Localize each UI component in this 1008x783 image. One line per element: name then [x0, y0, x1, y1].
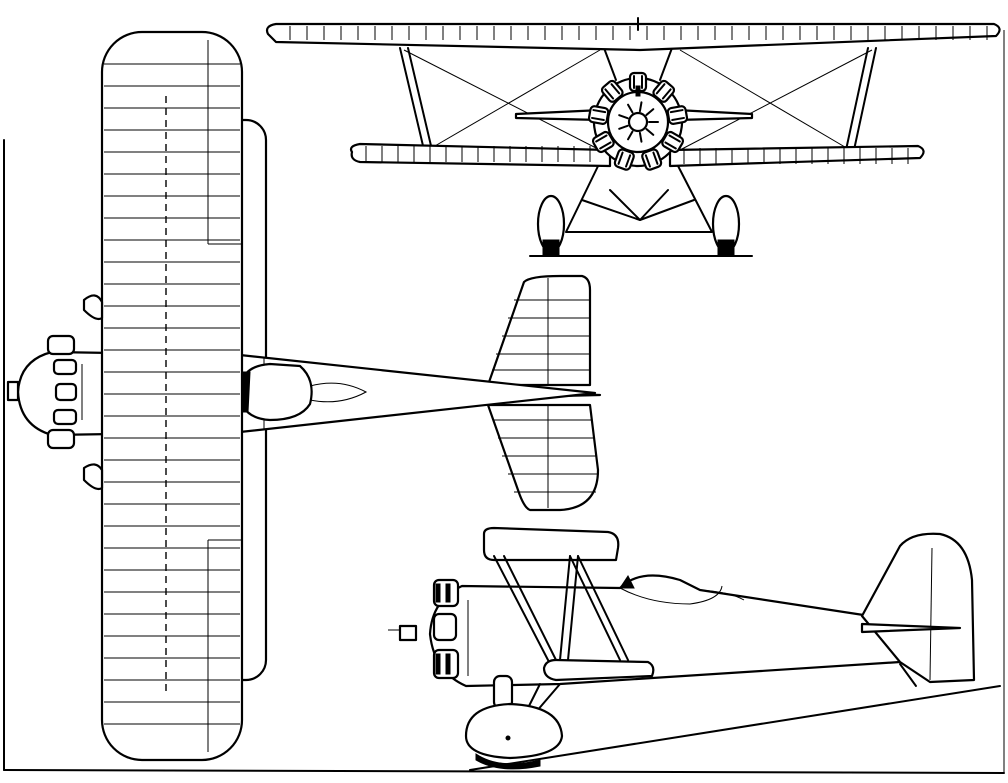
spinner-spoke [619, 115, 627, 118]
cylinder-head [600, 79, 624, 103]
cockpit-icon [240, 364, 312, 420]
spinner-spoke [628, 105, 633, 113]
cylinder-fin [626, 155, 630, 166]
cylinder-icon [652, 79, 676, 103]
wheel-icon [713, 196, 739, 256]
spinner-spoke [640, 102, 642, 111]
side-fin [862, 534, 974, 686]
cylinder-icon [614, 148, 635, 170]
cylinder-icon [630, 73, 646, 91]
cylinder-icon [588, 73, 687, 171]
frame-border [4, 30, 1004, 773]
cylinder-head [592, 131, 616, 154]
front-lower-wing [351, 144, 924, 166]
cylinder-fin [653, 153, 657, 164]
front-landing-gear [538, 162, 739, 256]
cylinder-head [661, 131, 685, 154]
cylinder-fin [600, 142, 610, 148]
cylinder-icon [661, 131, 685, 154]
wheel-icon [466, 704, 562, 769]
cylinder-fin [669, 136, 679, 142]
cylinder-fin [611, 84, 619, 93]
front-upper-wing [267, 18, 1000, 50]
cylinder-fin [663, 89, 671, 98]
cylinder-fin [605, 89, 613, 98]
spinner-spoke [628, 132, 633, 140]
cylinder-fin [671, 110, 683, 112]
cylinder-head [614, 148, 635, 170]
cylinder-head [641, 148, 662, 170]
cylinder-fin [646, 155, 650, 166]
cylinder-icon [667, 106, 688, 125]
radial-engine [588, 73, 687, 171]
cylinder-head [667, 106, 688, 125]
side-landing-gear [466, 676, 562, 769]
cylinder-icon [588, 106, 609, 125]
cylinder-icon [592, 131, 616, 154]
cylinder-fin [596, 136, 606, 142]
side-upper-wing [484, 528, 618, 560]
plan-upper-wing [84, 32, 242, 760]
upper-wing-ribs [104, 64, 240, 724]
cylinder-icon [641, 148, 662, 170]
cylinder-fin [672, 118, 684, 120]
front-struts [400, 48, 876, 150]
cylinder-icon [600, 79, 624, 103]
wheel-icon [538, 196, 564, 256]
front-view [267, 18, 1000, 256]
tailplane-ribs [492, 278, 598, 508]
cylinder-head [588, 106, 609, 125]
side-cylinders [434, 580, 458, 678]
spinner-spoke [619, 126, 627, 129]
propeller-spinner-icon [619, 102, 658, 141]
cylinder-fin [657, 84, 665, 93]
plan-cylinders [48, 336, 76, 448]
side-lower-wing [544, 660, 653, 680]
cylinder-fin [619, 153, 623, 164]
cylinder-fin [592, 118, 604, 120]
cylinder-fin [665, 142, 675, 148]
spinner-spoke [646, 129, 653, 135]
spinner-spoke [646, 109, 653, 115]
plan-view [8, 32, 600, 760]
cylinder-head [652, 79, 676, 103]
side-struts [494, 556, 628, 660]
spinner-spoke [640, 133, 642, 142]
side-view [388, 528, 1000, 770]
cylinder-fin [593, 110, 605, 112]
